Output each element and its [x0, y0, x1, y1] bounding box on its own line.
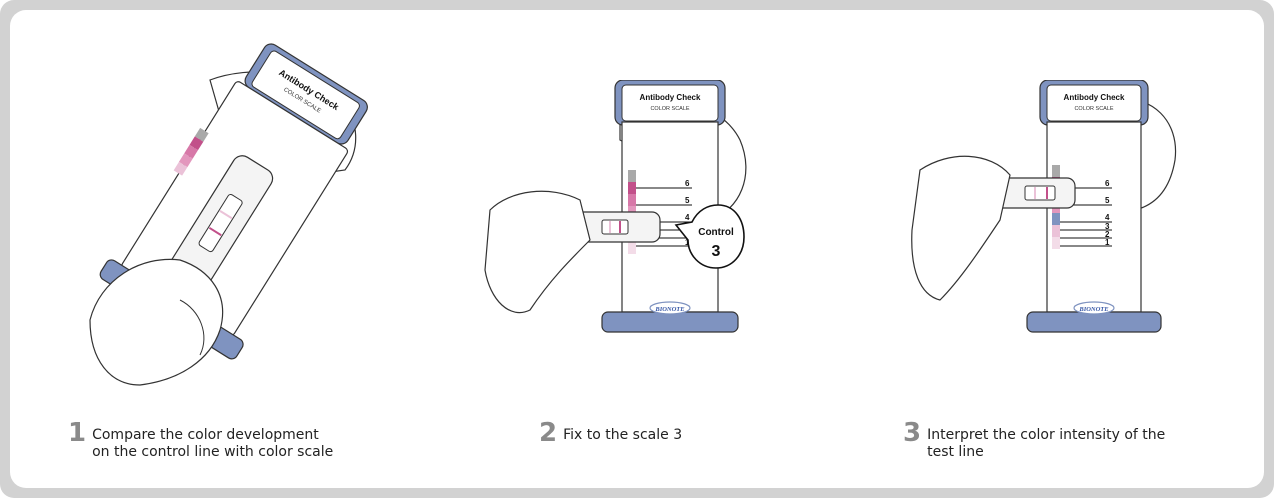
- illustration-step-2: Antibody Check COLOR SCALE BIONOTE: [484, 80, 747, 333]
- brand-logo: BIONOTE: [1078, 306, 1109, 313]
- instruction-panel: Antibody Check COLOR SCALE BIONOTE: [10, 10, 1264, 488]
- device-title: Antibody Check: [1064, 93, 1125, 102]
- holder-body: [1046, 121, 1142, 313]
- control-callout: Control 3: [674, 204, 745, 269]
- illustration-step-3: Antibody Check COLOR SCALE BIONOTE: [911, 80, 1177, 333]
- scale-mark-6: 6: [1105, 179, 1110, 188]
- step-text-line: on the control line with color scale: [92, 444, 334, 460]
- scale-mark-4: 4: [685, 213, 690, 222]
- hand-front-outline: [911, 155, 1011, 301]
- scale-mark-5: 5: [685, 196, 690, 205]
- scale-mark-1: 1: [1105, 238, 1110, 247]
- step-3-caption: 3 Interpret the color intensity of the t…: [903, 420, 1165, 461]
- callout-label: Control: [698, 227, 734, 238]
- step-1-caption: 1 Compare the color development on the c…: [68, 420, 333, 461]
- scale-mark-4: 4: [1105, 213, 1110, 222]
- step-text-line: Interpret the color intensity of the: [927, 427, 1166, 443]
- holder-base: [1026, 311, 1162, 333]
- step-text-line: Compare the color development: [92, 427, 319, 443]
- scale-mark-5: 5: [1105, 196, 1110, 205]
- scale-mark-2: 2: [1105, 230, 1110, 239]
- scale-mark-6: 6: [685, 179, 690, 188]
- device-title: Antibody Check: [640, 93, 701, 102]
- hand-front-outline: [89, 258, 224, 386]
- step-2-caption: 2 Fix to the scale 3: [539, 420, 682, 446]
- scale-mark-3: 3: [1105, 222, 1110, 231]
- holder-base: [601, 311, 739, 333]
- hand-front-outline: [484, 190, 591, 314]
- step-text-line: test line: [927, 444, 984, 460]
- step-number: 1: [68, 418, 87, 448]
- step-number: 3: [903, 418, 922, 448]
- device-subtitle: COLOR SCALE: [1074, 106, 1113, 112]
- callout-value: 3: [712, 243, 721, 260]
- step-number: 2: [539, 418, 558, 448]
- brand-logo: BIONOTE: [654, 306, 685, 313]
- step-text-line: Fix to the scale 3: [563, 427, 683, 443]
- device-subtitle: COLOR SCALE: [650, 106, 689, 112]
- illustration-step-1: Antibody Check COLOR SCALE BIONOTE: [89, 43, 368, 386]
